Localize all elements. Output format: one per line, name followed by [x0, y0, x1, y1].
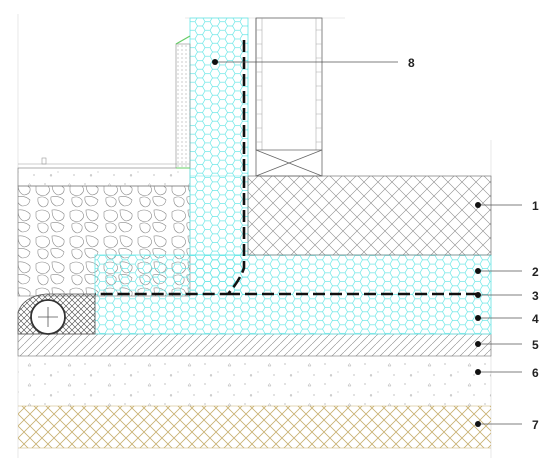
callout-6: 6 [475, 366, 539, 380]
insulation-wall [189, 17, 249, 256]
sand-layer [18, 356, 491, 406]
lean-concrete-layer [17, 333, 492, 357]
masonry-wall [255, 17, 323, 177]
paving-strip [17, 167, 191, 187]
callout-8-label: 8 [408, 56, 415, 70]
callout-4-label: 4 [532, 312, 539, 326]
callout-8: 8 [212, 56, 415, 70]
concrete-slab [247, 175, 492, 256]
callout-6-label: 6 [532, 366, 539, 380]
callout-1: 1 [475, 199, 539, 213]
exterior-plaster [175, 43, 191, 169]
callout-7-label: 7 [532, 418, 539, 432]
callout-1-label: 1 [532, 199, 539, 213]
callout-2-label: 2 [532, 265, 539, 279]
gravel-layer [18, 406, 491, 448]
callout-3: 3 [475, 289, 539, 303]
callout-4: 4 [475, 312, 539, 326]
callout-5: 5 [475, 338, 539, 352]
callout-7: 7 [475, 418, 539, 432]
callout-3-label: 3 [532, 289, 539, 303]
callout-5-label: 5 [532, 338, 539, 352]
callout-2: 2 [475, 265, 539, 279]
waterproofing-membrane [95, 40, 480, 296]
